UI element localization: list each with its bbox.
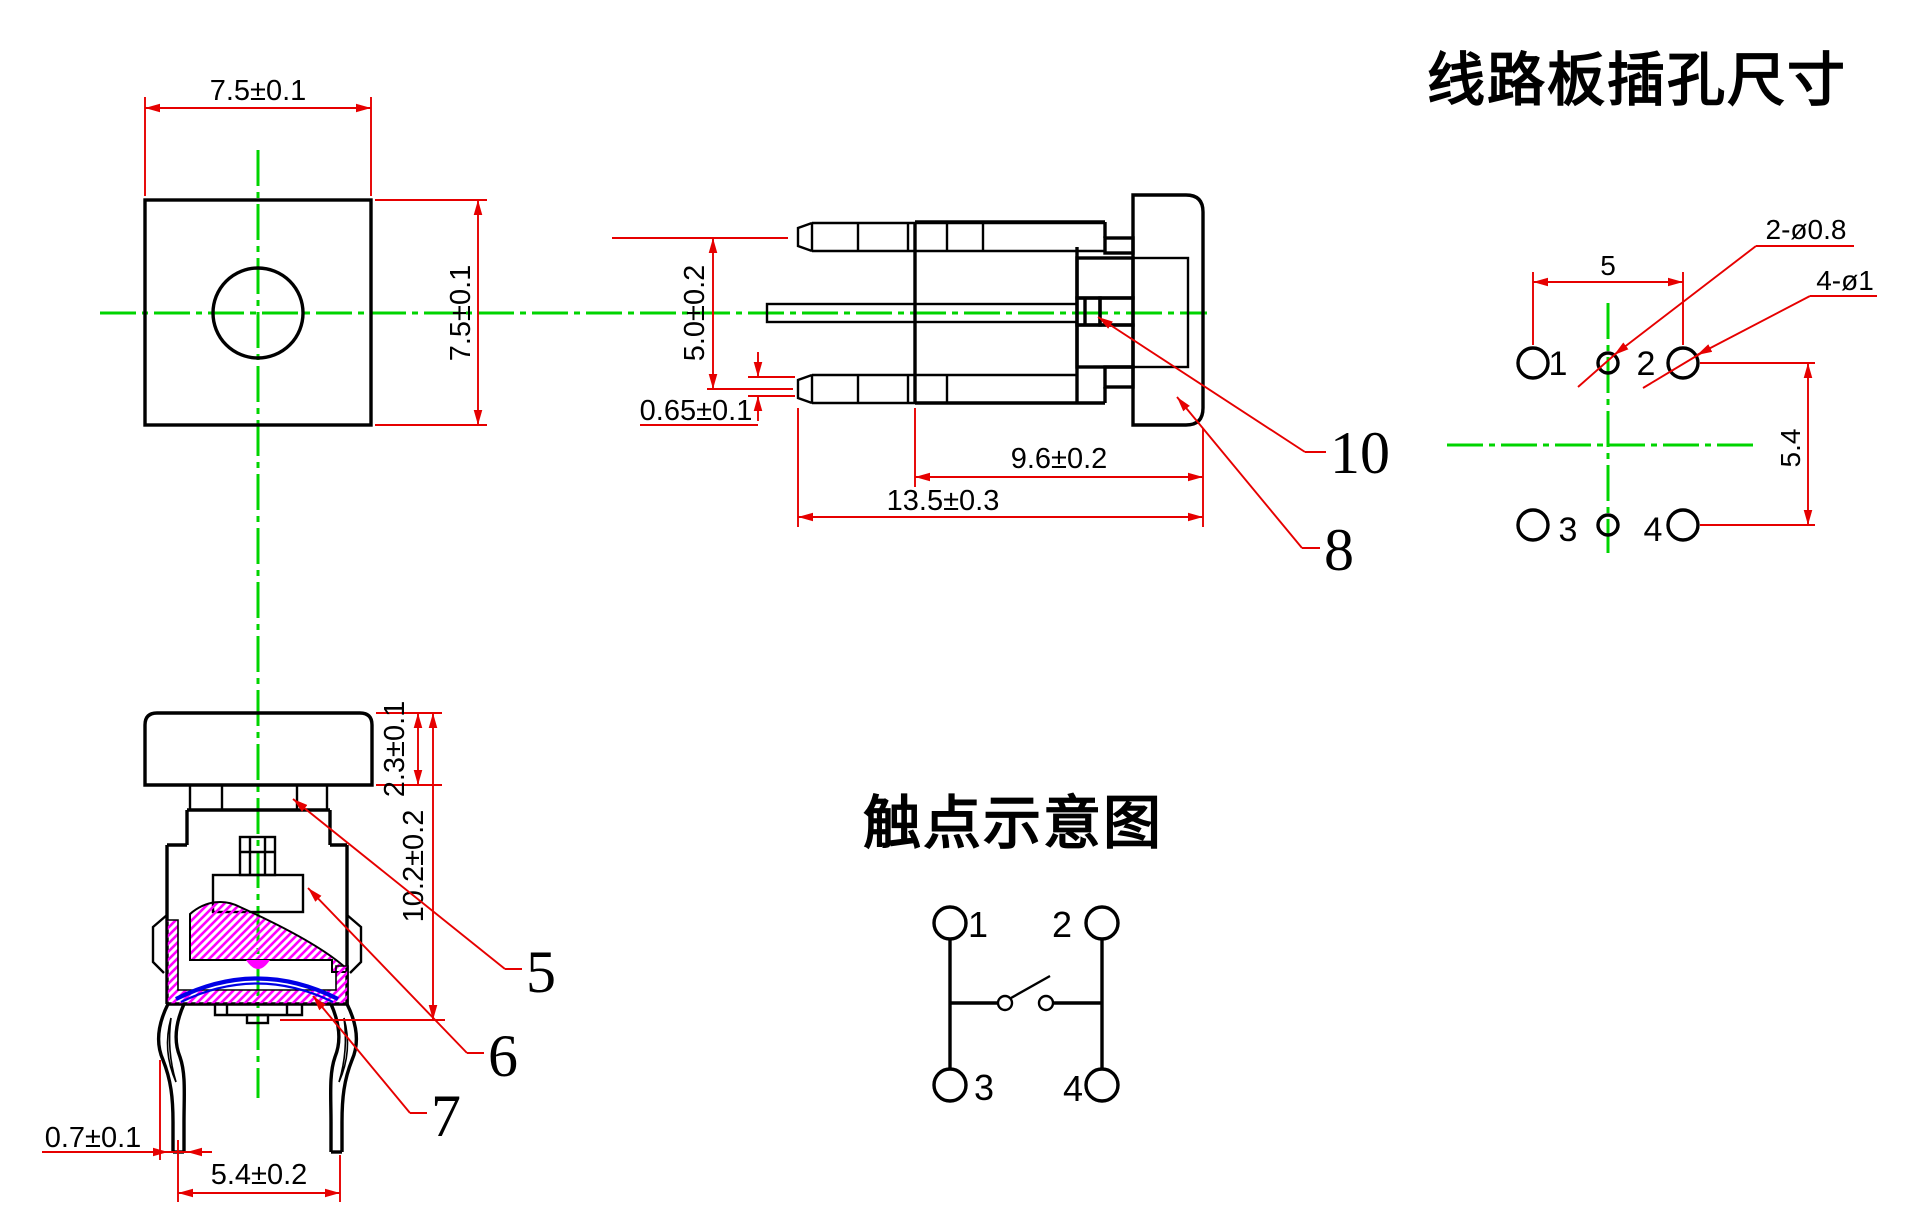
hole-1 [1516,346,1550,380]
side-body-length-text: 9.6±0.2 [1011,443,1108,475]
pcb-small-hole-text: 2-ø0.8 [1766,214,1847,245]
part-7-callout: 7 [312,995,461,1149]
hole-3 [1516,508,1550,542]
pcb-hole-pitch-v-dim: 5.4 [1700,362,1815,526]
terminal-3-label: 3 [974,1067,994,1108]
part-8-label: 8 [1324,517,1354,583]
side-overall-length-text: 13.5±0.3 [887,485,1000,517]
front-metal-dome [175,976,339,1003]
hole-2-label: 2 [1637,345,1656,383]
front-section-view: 2.3±0.1 10.2±0.2 5 6 7 [42,701,556,1202]
side-cap [1131,193,1205,427]
top-height-dim-text: 7.5±0.1 [445,265,477,362]
switch-body-outline [143,198,373,427]
front-center-notch [246,960,270,969]
terminal-3 [932,1067,968,1103]
terminal-2-label: 2 [1052,904,1072,945]
contact-right [1037,994,1055,1012]
side-top-pin [796,221,1105,253]
front-plunger [211,835,305,914]
terminal-4-label: 4 [1063,1068,1083,1109]
pcb-large-hole-callout: 4-ø1 [1642,265,1877,389]
top-view-height-dim: 7.5±0.1 [375,199,487,426]
contact-schematic: 触点示意图 1 2 3 4 [863,791,1163,1109]
terminal-1 [932,905,968,941]
front-cap-height-dim: 2.3±0.1 [376,701,442,798]
side-pin-thickness-dim: 0.65±0.1 [640,352,795,427]
part-10-callout: 10 [1097,316,1390,486]
top-width-dim-text: 7.5±0.1 [210,75,307,107]
hole-1-label: 1 [1549,345,1568,383]
front-left-ear [188,783,224,812]
part-6-label: 6 [488,1023,518,1089]
hole-3-label: 3 [1559,511,1578,549]
front-pin-pitch-text: 5.4±0.2 [211,1159,308,1191]
switch-arm [1010,974,1051,1000]
contact-left [996,994,1014,1012]
schematic-switch-contact [996,974,1055,1012]
front-cap-height-text: 2.3±0.1 [379,701,411,798]
part-7-label: 7 [431,1083,461,1149]
pcb-large-hole-text: 4-ø1 [1816,265,1874,296]
pcb-hole-view: 线路板插孔尺寸 1 2 3 4 5 5.4 [1427,48,1877,549]
front-right-leg [328,1003,359,1154]
part-10-label: 10 [1330,420,1390,486]
hole-small-bottom [1596,513,1620,537]
pcb-pitch-h-text: 5 [1600,250,1616,281]
hole-2 [1666,346,1700,380]
side-pin-pitch-text: 5.0±0.2 [679,265,711,362]
side-view: 5.0±0.2 0.65±0.1 9.6±0.2 13.5±0.3 [612,193,1390,583]
hole-small-top [1596,351,1620,375]
pcb-small-hole-callout: 2-ø0.8 [1577,214,1854,388]
part-8-callout: 8 [1176,396,1354,583]
side-overall-length-dim: 13.5±0.3 [797,408,1203,527]
side-pin-thickness-text: 0.65±0.1 [640,395,753,427]
pcb-pitch-v-text: 5.4 [1775,429,1806,468]
front-pin-pitch-dim: 5.4±0.2 [177,1140,341,1202]
top-view: 7.5±0.1 7.5±0.1 [143,75,487,427]
part-5-label: 5 [526,939,556,1005]
front-overall-height-dim: 10.2±0.2 [280,713,445,1021]
part-5-callout: 5 [292,798,556,1005]
centerlines [100,150,1758,1098]
side-body-length-dim: 9.6±0.2 [914,408,1204,527]
terminal-2 [1084,905,1120,941]
terminal-1-label: 1 [968,904,988,945]
side-bottom-pin [796,373,1077,405]
button-hole [211,266,305,360]
terminal-4 [1084,1067,1120,1103]
front-flanges [151,914,363,974]
schematic-terminals [932,905,1120,1103]
front-bottom-tabs [213,1004,304,1025]
front-left-leg [156,1003,187,1154]
front-pin-width-dim: 0.7±0.1 [42,1060,212,1160]
side-pin-pitch-dim: 5.0±0.2 [612,237,793,390]
schematic-title: 触点示意图 [863,791,1163,856]
hole-4 [1666,508,1700,542]
front-pin-width-text: 0.7±0.1 [45,1122,142,1154]
front-cap [143,711,374,787]
pcb-hole-pitch-h-dim: 5 [1532,250,1684,345]
part-6-callout: 6 [307,887,518,1089]
pcb-holes [1516,346,1700,542]
top-view-width-dim: 7.5±0.1 [144,75,372,196]
hole-4-label: 4 [1644,511,1663,549]
pcb-view-title: 线路板插孔尺寸 [1427,48,1847,113]
